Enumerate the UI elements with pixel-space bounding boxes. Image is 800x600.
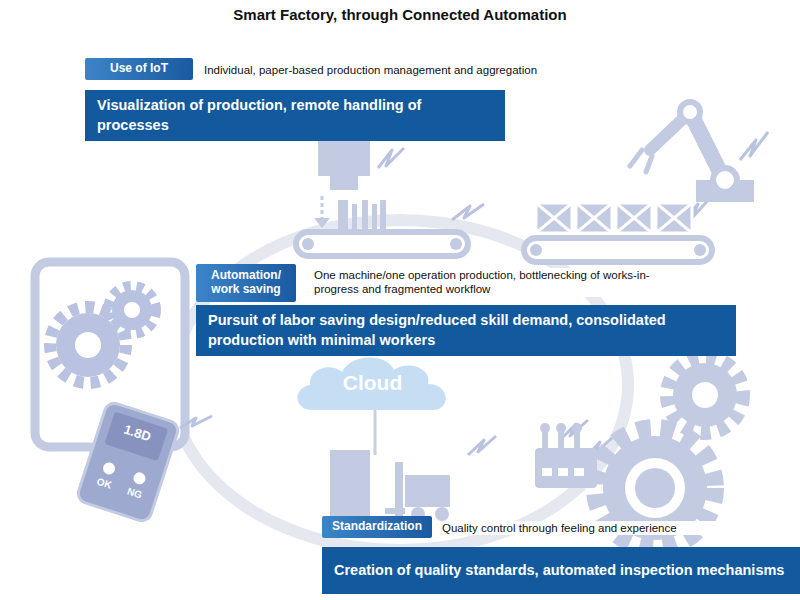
goal-band: Pursuit of labor saving design/reduced s… xyxy=(196,305,736,356)
current-state-note: One machine/one operation production, bo… xyxy=(312,268,661,297)
tag-label: Automation/ work saving xyxy=(206,269,286,297)
signal-bolts xyxy=(180,132,768,458)
cloud-shape: Cloud xyxy=(290,352,455,414)
cloud-label: Cloud xyxy=(343,371,402,395)
conveyor-belt xyxy=(524,203,712,262)
band-label: Visualization of production, remote hand… xyxy=(97,96,493,135)
category-tag: Standardization xyxy=(322,516,432,538)
category-tag: Automation/ work saving xyxy=(196,264,296,302)
goal-band: Creation of quality standards, automated… xyxy=(322,547,800,594)
goal-band: Visualization of production, remote hand… xyxy=(85,90,505,141)
band-label: Creation of quality standards, automated… xyxy=(334,561,784,581)
conveyor-belt xyxy=(296,232,468,256)
category-tag: Use of IoT xyxy=(85,58,193,80)
press-machine xyxy=(314,140,386,232)
cloud-links xyxy=(374,410,377,455)
tag-label: Use of IoT xyxy=(110,62,168,76)
warehouse-equipment xyxy=(330,423,597,521)
current-state-note: Individual, paper-based production manag… xyxy=(202,63,626,77)
tag-label: Standardization xyxy=(332,520,422,534)
current-state-note: Quality control through feeling and expe… xyxy=(440,521,774,535)
gear-icon xyxy=(595,357,743,548)
robot-arm xyxy=(630,102,754,202)
band-label: Pursuit of labor saving design/reduced s… xyxy=(208,311,724,350)
diagram-title: Smart Factory, through Connected Automat… xyxy=(0,6,800,23)
